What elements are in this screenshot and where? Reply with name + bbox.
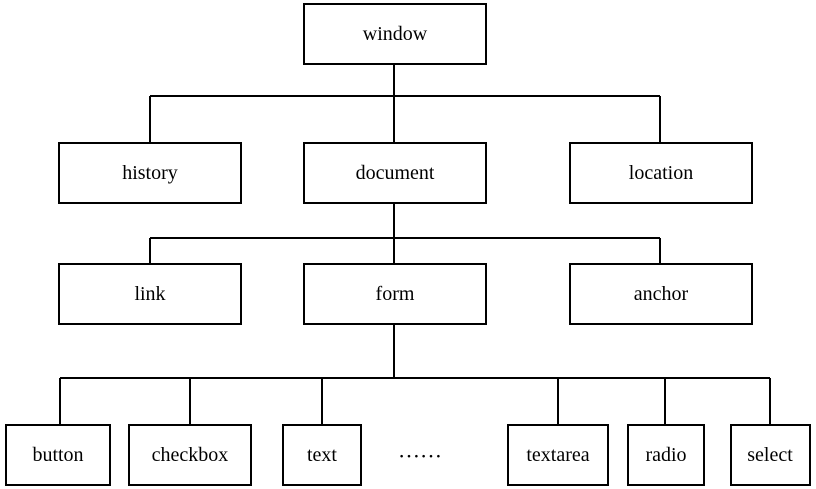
node-textarea: textarea [507, 424, 609, 486]
node-form-label: form [376, 283, 415, 305]
node-text-label: text [307, 444, 337, 466]
connectors-form [59, 324, 771, 425]
node-radio: radio [627, 424, 705, 486]
connectors-window [149, 64, 661, 143]
node-link-label: link [134, 283, 165, 305]
ellipsis: …… [398, 438, 442, 463]
node-document: document [303, 142, 487, 204]
node-text: text [282, 424, 362, 486]
node-checkbox-label: checkbox [152, 444, 229, 466]
node-anchor-label: anchor [634, 283, 689, 305]
node-button: button [5, 424, 111, 486]
node-history: history [58, 142, 242, 204]
node-select: select [730, 424, 811, 486]
node-anchor: anchor [569, 263, 753, 325]
node-window: window [303, 3, 487, 65]
node-document-label: document [356, 162, 435, 184]
node-radio-label: radio [645, 444, 686, 466]
node-form: form [303, 263, 487, 325]
node-textarea-label: textarea [526, 444, 589, 466]
node-select-label: select [747, 444, 793, 466]
node-checkbox: checkbox [128, 424, 252, 486]
node-link: link [58, 263, 242, 325]
connectors-document [149, 203, 661, 264]
node-location-label: location [629, 162, 693, 184]
node-window-label: window [363, 23, 428, 45]
node-button-label: button [32, 444, 83, 466]
node-location: location [569, 142, 753, 204]
node-history-label: history [122, 162, 178, 184]
